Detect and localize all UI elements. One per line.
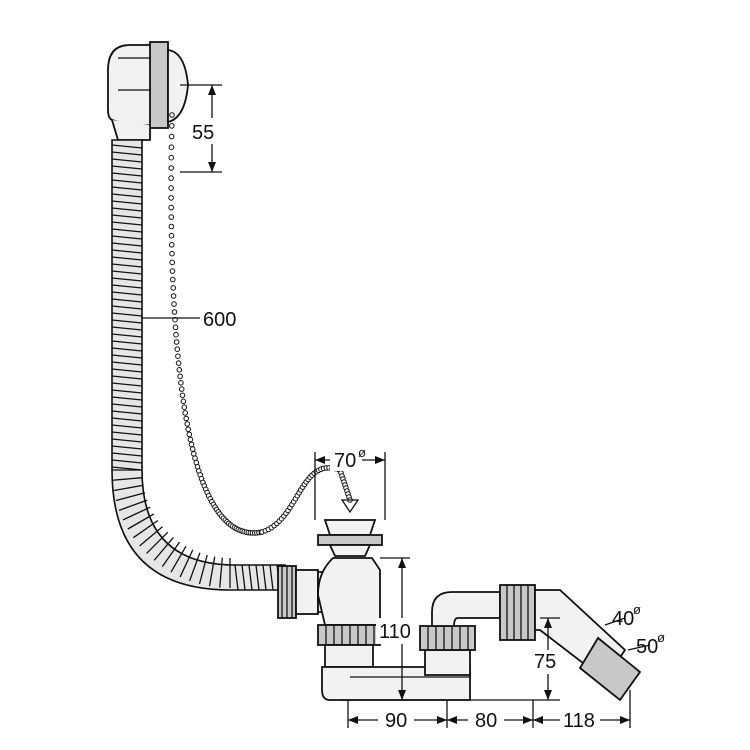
dim-55: 55 [192,122,214,144]
overflow-head [107,41,189,141]
dim-118: 118 [563,710,595,732]
dim-70: 70 [334,450,356,472]
dim-40: 40 [612,608,634,630]
diameter-symbol-70: ø [358,445,366,460]
plug-stopper [317,499,383,557]
dim-110: 110 [379,621,411,643]
diameter-symbol-50: ø [657,630,665,645]
dim-600: 600 [203,309,236,331]
plug-chain [168,112,353,536]
dim-75: 75 [534,651,556,673]
diameter-symbol-40: ø [633,602,641,617]
trap-riser [419,591,501,676]
dim-80: 80 [475,710,497,732]
dim-50: 50 [636,636,658,658]
outlet-elbow [499,584,642,702]
trap-body [317,557,381,668]
dim-90: 90 [385,710,407,732]
overflow-hose [111,139,286,591]
